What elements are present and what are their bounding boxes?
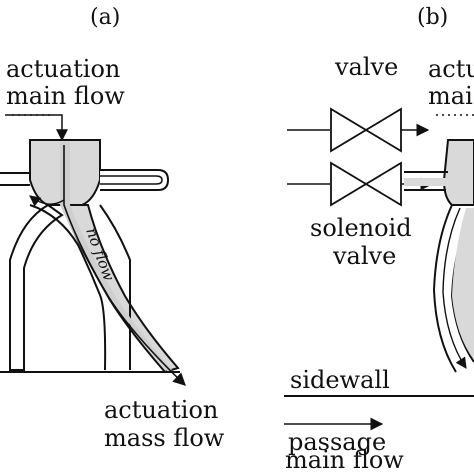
main-flow-streamline	[63, 145, 186, 386]
panel-b-valve-label: valve	[334, 53, 398, 81]
sidewall-label: sidewall	[290, 366, 390, 394]
panel-b-top-label-line2: mai	[428, 82, 473, 110]
supply-arrow	[5, 114, 68, 142]
valve-icon-top-left	[330, 107, 368, 153]
panel-b-top-label-line1: actu	[428, 55, 474, 83]
passage-label-line2: main flow	[285, 446, 404, 474]
feedback-loop-inner	[100, 175, 163, 185]
panel-a-top-label-line2: main flow	[6, 82, 125, 110]
valve-icon-top-right	[364, 107, 402, 153]
panel-b-solenoid-label-line2: valve	[332, 242, 396, 270]
panel-a-bottom-label-line1: actuation	[104, 396, 218, 424]
panel-a: (a) actuation main flow no flow	[0, 5, 225, 452]
panel-b-label: (b)	[417, 5, 448, 30]
panel-a-bottom-label-line2: mass flow	[104, 424, 225, 452]
panel-b-solenoid-label-line1: solenoid	[310, 214, 412, 242]
panel-a-top-label-line1: actuation	[6, 55, 120, 83]
panel-b: (b) valve actu mai solenoid valve	[284, 5, 474, 474]
solenoid-valve-icon-left	[330, 161, 368, 207]
left-outlet-leg	[9, 203, 64, 371]
right-outer-wall	[99, 204, 131, 370]
branch-streamline	[29, 195, 65, 207]
partial-actuator-b	[404, 139, 474, 373]
panel-a-label: (a)	[90, 5, 120, 30]
solenoid-valve-icon-right	[364, 161, 402, 207]
passage-label-line1: passage	[288, 428, 386, 456]
crossover-wall	[29, 204, 107, 371]
